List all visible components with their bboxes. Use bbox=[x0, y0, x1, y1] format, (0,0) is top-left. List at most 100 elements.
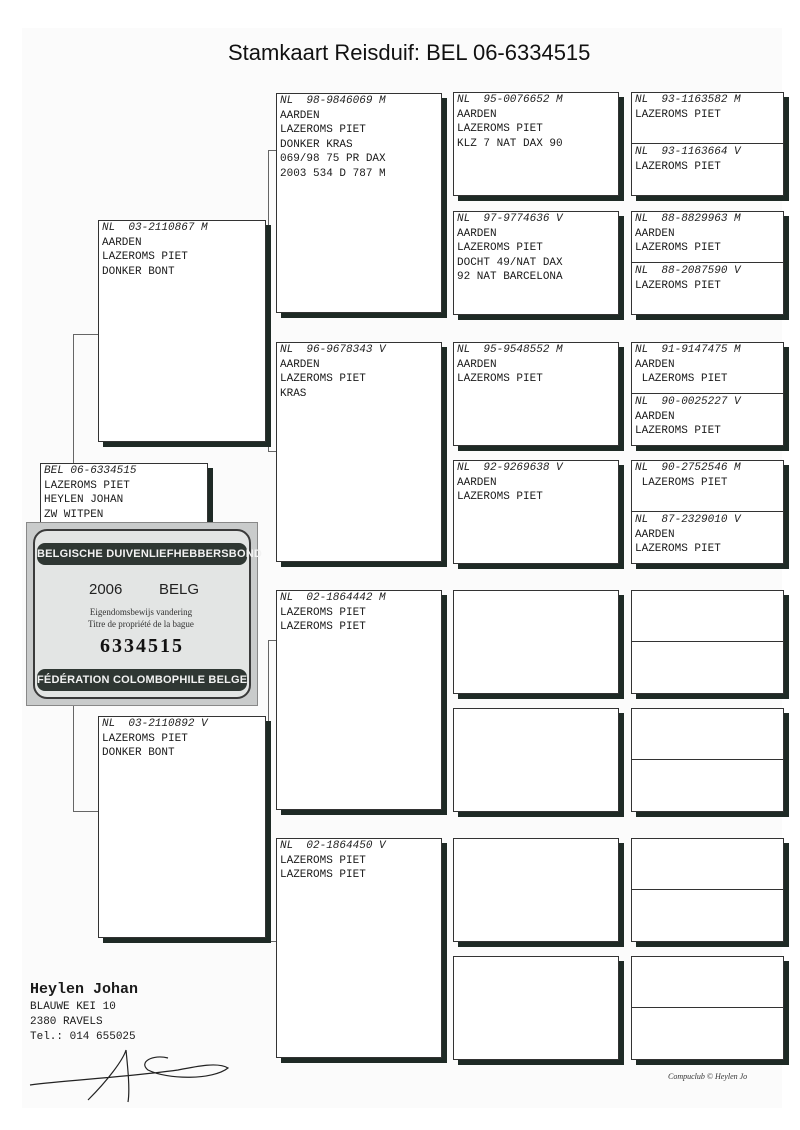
certificate-year: 2006 bbox=[89, 581, 123, 598]
ring-number: NL 03-2110892 V bbox=[102, 718, 208, 730]
owner-name: Heylen Johan bbox=[30, 981, 139, 998]
ring-number: NL 88-8829963 M bbox=[635, 213, 741, 225]
divider-line bbox=[632, 262, 783, 263]
owner-block: Heylen Johan BLAUWE KEI 10 2380 RAVELS T… bbox=[30, 980, 138, 1045]
pigeon-detail-line: LAZEROMS PIET bbox=[635, 373, 728, 385]
divider-line bbox=[632, 889, 783, 890]
pigeon-detail-line: LAZEROMS PIET bbox=[635, 108, 721, 121]
owner-phone: Tel.: 014 655025 bbox=[30, 1031, 136, 1043]
great-great-grandparents-card[interactable]: NL 91-9147475 M AARDEN LAZEROMS PIET NL 90… bbox=[631, 342, 784, 446]
pigeon-detail-line: AARDEN bbox=[280, 109, 320, 122]
grandparent-card[interactable]: NL 02-1864450 V LAZEROMS PIET LAZEROMS PIE… bbox=[276, 838, 442, 1058]
great-great-grandparents-card[interactable] bbox=[631, 838, 784, 942]
great-great-grandparents-card[interactable] bbox=[631, 590, 784, 694]
ring-number: NL 02-1864442 M bbox=[280, 592, 386, 604]
pigeon-detail-line: LAZEROMS PIET bbox=[635, 160, 721, 173]
pigeon-detail-line: LAZEROMS PIET bbox=[635, 242, 721, 254]
pigeon-detail-line: LAZEROMS PIET bbox=[457, 123, 543, 135]
pigeon-detail-line: LAZEROMS PIET bbox=[280, 854, 366, 867]
ring-number: NL 91-9147475 M bbox=[635, 344, 741, 356]
pigeon-detail-line: HEYLEN JOHAN bbox=[44, 494, 124, 506]
pigeon-detail-line: KRAS bbox=[280, 387, 307, 400]
divider-line bbox=[632, 759, 783, 760]
ring-number: NL 95-0076652 M bbox=[457, 94, 563, 106]
ancestor-cock[interactable]: NL 90-2752546 M LAZEROMS PIET bbox=[632, 461, 783, 490]
pigeon-detail-line: DONKER BONT bbox=[102, 265, 175, 278]
pigeon-detail-line: AARDEN bbox=[457, 108, 497, 121]
pigeon-detail-line: LAZEROMS PIET bbox=[457, 373, 543, 385]
owner-street: BLAUWE KEI 10 bbox=[30, 1001, 116, 1013]
pigeon-detail-line: AARDEN bbox=[635, 358, 675, 371]
pigeon-detail-line: LAZEROMS PIET bbox=[635, 543, 721, 555]
pigeon-detail-line: 069/98 75 PR DAX bbox=[280, 153, 386, 165]
pigeon-detail-line: LAZEROMS PIET bbox=[457, 491, 543, 503]
ring-number: NL 90-2752546 M bbox=[635, 462, 741, 474]
great-grandparent-card[interactable] bbox=[453, 708, 619, 812]
ring-number: NL 90-0025227 V bbox=[635, 396, 741, 408]
ring-number: NL 93-1163664 V bbox=[635, 146, 741, 158]
pigeon-detail-line: 2003 534 D 787 M bbox=[280, 167, 386, 180]
pigeon-detail-line: DOCHT 49/NAT DAX bbox=[457, 256, 563, 269]
great-grandparent-card[interactable]: NL 97-9774636 V AARDEN LAZEROMS PIET DOCHT … bbox=[453, 211, 619, 315]
ring-number: NL 87-2329010 V bbox=[635, 514, 741, 526]
pigeon-detail-line: DONKER KRAS bbox=[280, 138, 353, 151]
pigeon-detail-line: LAZEROMS PIET bbox=[280, 869, 366, 881]
great-great-grandparents-card[interactable] bbox=[631, 956, 784, 1060]
sire-card[interactable]: NL 03-2110867 M AARDEN LAZEROMS PIET DONKER… bbox=[98, 220, 266, 442]
pigeon-detail-line: LAZEROMS PIET bbox=[280, 373, 366, 385]
pigeon-detail-line: LAZEROMS PIET bbox=[280, 606, 366, 619]
ancestor-hen[interactable]: NL 87-2329010 V AARDEN LAZEROMS PIET bbox=[632, 513, 783, 557]
ancestor-cock[interactable]: NL 91-9147475 M AARDEN LAZEROMS PIET bbox=[632, 343, 783, 387]
pigeon-detail-line: LAZEROMS PIET bbox=[457, 242, 543, 254]
ring-number: NL 92-9269638 V bbox=[457, 462, 563, 474]
pigeon-detail-line: LAZEROMS PIET bbox=[635, 476, 728, 489]
signature-scribble bbox=[29, 1049, 230, 1103]
certificate-top-band: BELGISCHE DUIVENLIEFHEBBERSBOND bbox=[37, 543, 262, 565]
connector-line bbox=[268, 150, 277, 452]
great-great-grandparents-card[interactable] bbox=[631, 708, 784, 812]
owner-city: 2380 RAVELS bbox=[30, 1016, 103, 1028]
pigeon-detail-line: AARDEN bbox=[457, 227, 497, 240]
ancestor-cock[interactable]: NL 88-8829963 M AARDEN LAZEROMS PIET bbox=[632, 212, 783, 256]
pigeon-detail-line: AARDEN bbox=[457, 476, 497, 489]
ring-number: NL 03-2110867 M bbox=[102, 222, 208, 234]
ring-number: NL 93-1163582 M bbox=[635, 94, 741, 106]
great-grandparent-card[interactable] bbox=[453, 956, 619, 1060]
ring-number: NL 97-9774636 V bbox=[457, 213, 563, 225]
pigeon-detail-line: LAZEROMS PIET bbox=[102, 251, 188, 263]
pigeon-detail-line: DONKER BONT bbox=[102, 747, 175, 759]
pigeon-detail-line: AARDEN bbox=[635, 410, 675, 423]
great-grandparent-card[interactable] bbox=[453, 590, 619, 694]
ring-certificate: BELGISCHE DUIVENLIEFHEBBERSBOND 2006 BEL… bbox=[26, 522, 262, 706]
pigeon-detail-line: AARDEN bbox=[635, 227, 675, 240]
divider-line bbox=[632, 393, 783, 394]
certificate-line-nl: Eigendomsbewijs vandering bbox=[89, 607, 193, 617]
great-grandparent-card[interactable]: NL 92-9269638 V AARDEN LAZEROMS PIET bbox=[453, 460, 619, 564]
certificate-country: BELG bbox=[159, 581, 200, 598]
ring-number: NL 02-1864450 V bbox=[280, 840, 386, 852]
pigeon-detail-line: AARDEN bbox=[280, 358, 320, 371]
pigeon-detail-line: AARDEN bbox=[635, 528, 675, 541]
pigeon-detail-line: LAZEROMS PIET bbox=[280, 621, 366, 633]
great-grandparent-card[interactable] bbox=[453, 838, 619, 942]
ring-number: BEL 06-6334515 bbox=[44, 465, 137, 477]
grandparent-card[interactable]: NL 02-1864442 M LAZEROMS PIET LAZEROMS PIE… bbox=[276, 590, 442, 810]
ancestor-hen[interactable]: NL 93-1163664 V LAZEROMS PIET bbox=[632, 145, 783, 174]
pigeon-detail-line: 92 NAT BARCELONA bbox=[457, 271, 563, 283]
pigeon-detail-line: AARDEN bbox=[102, 236, 142, 249]
connector-line bbox=[268, 640, 277, 942]
ancestor-cock[interactable]: NL 93-1163582 M LAZEROMS PIET bbox=[632, 93, 783, 122]
pigeon-detail-line: LAZEROMS PIET bbox=[280, 124, 366, 136]
divider-line bbox=[632, 641, 783, 642]
